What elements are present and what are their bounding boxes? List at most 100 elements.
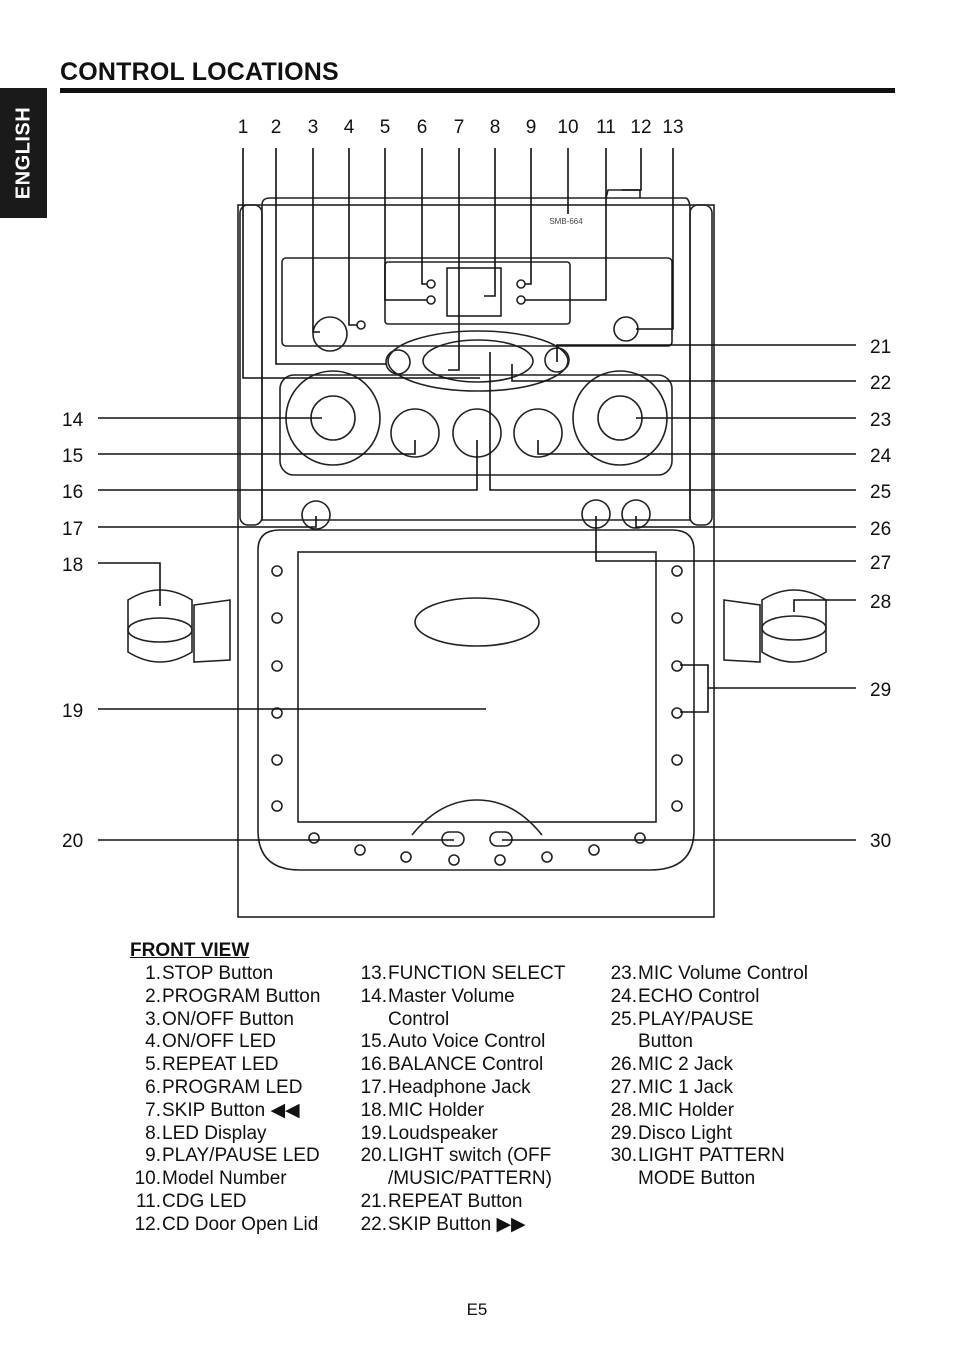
callout-number-13: 13 bbox=[662, 117, 683, 138]
legend-item: 22.SKIP Button ▶▶ bbox=[356, 1214, 565, 1237]
legend-item-number: 12. bbox=[134, 1213, 161, 1235]
legend-item-number: 24. bbox=[610, 985, 637, 1007]
legend-item-text: Model Number bbox=[162, 1168, 287, 1190]
legend-item-number: 16. bbox=[360, 1054, 387, 1076]
legend-item-text: MIC 1 Jack bbox=[638, 1076, 734, 1098]
callout-number-10: 10 bbox=[557, 117, 578, 138]
legend-item: 16.BALANCE Control bbox=[356, 1054, 565, 1077]
legend-item-text: MIC Volume Control bbox=[638, 963, 809, 984]
disco-led bbox=[671, 754, 683, 766]
callout-line-7 bbox=[448, 148, 460, 371]
callout-line-4 bbox=[348, 148, 357, 326]
left-mic-holder-rim bbox=[127, 617, 193, 643]
disco-led bbox=[271, 800, 283, 812]
callout-number-21: 21 bbox=[870, 337, 891, 358]
disco-led bbox=[271, 660, 283, 672]
legend-item: 8.LED Display bbox=[130, 1123, 320, 1146]
callout-number-18: 18 bbox=[62, 555, 83, 576]
disco-led bbox=[671, 612, 683, 624]
legend-item: 28.MIC Holder bbox=[606, 1100, 808, 1123]
legend-item-number: 30. bbox=[610, 1145, 637, 1167]
device-outline bbox=[127, 189, 827, 918]
legend-item: 11.CDG LED bbox=[130, 1191, 320, 1214]
legend-item-text: SKIP Button ◀◀ bbox=[162, 1099, 300, 1121]
legend-item: 15.Auto Voice Control bbox=[356, 1031, 565, 1054]
callout-number-2: 2 bbox=[271, 117, 282, 138]
callout-line-1 bbox=[242, 148, 480, 379]
callout-line-24 bbox=[537, 440, 856, 455]
callout-number-15: 15 bbox=[62, 446, 83, 467]
legend-item-number: 7. bbox=[145, 1099, 161, 1121]
callout-line-26 bbox=[635, 516, 856, 528]
legend-item-text: Loudspeaker bbox=[388, 1122, 498, 1144]
legend-item-number: 21. bbox=[360, 1190, 387, 1212]
mic-volume-knob bbox=[597, 395, 643, 441]
disco-led bbox=[634, 832, 646, 844]
legend-item-number: 23. bbox=[610, 963, 637, 984]
auto-voice-knob bbox=[390, 408, 440, 458]
legend-item: 2.PROGRAM Button bbox=[130, 986, 320, 1009]
callout-number-22: 22 bbox=[870, 373, 891, 394]
legend-heading-block: FRONT VIEW bbox=[130, 940, 249, 964]
legend-item-text: ECHO Control bbox=[638, 985, 760, 1007]
legend-item: 18.MIC Holder bbox=[356, 1100, 565, 1123]
right-side-rail bbox=[689, 204, 713, 526]
legend-item-text: Headphone Jack bbox=[388, 1076, 531, 1098]
callout-line-15 bbox=[98, 440, 416, 455]
callout-number-26: 26 bbox=[870, 519, 891, 540]
callout-number-9: 9 bbox=[526, 117, 537, 138]
page-title: CONTROL LOCATIONS bbox=[60, 58, 339, 86]
speaker-grille bbox=[297, 551, 657, 823]
callout-number-25: 25 bbox=[870, 482, 891, 503]
legend-item-text: LED Display bbox=[162, 1122, 267, 1144]
legend-item-number: 20. bbox=[360, 1145, 387, 1167]
legend-item: 0.Button bbox=[606, 1031, 808, 1054]
transport-bar bbox=[387, 330, 569, 392]
legend-item-number: 5. bbox=[145, 1054, 161, 1076]
legend-item-number: 13. bbox=[360, 963, 387, 984]
legend-item-number: 11. bbox=[135, 1190, 161, 1212]
repeat-led bbox=[426, 295, 436, 305]
right-mic-bracket bbox=[723, 599, 761, 663]
legend-item-text: MIC 2 Jack bbox=[638, 1054, 734, 1076]
callout-lines bbox=[98, 148, 856, 841]
headphone-jack bbox=[301, 500, 331, 530]
disco-led bbox=[308, 832, 320, 844]
disco-led bbox=[448, 854, 460, 866]
title-rule bbox=[60, 88, 895, 93]
legend-item: 20.LIGHT switch (OFF bbox=[356, 1145, 565, 1168]
legend-item: 0./MUSIC/PATTERN) bbox=[356, 1168, 565, 1191]
callout-line-8 bbox=[484, 148, 496, 297]
legend-item-number: 9. bbox=[145, 1145, 161, 1167]
legend-item-number: 25. bbox=[610, 1008, 637, 1030]
function-select-button bbox=[613, 316, 639, 342]
legend-item-text: Control bbox=[388, 1008, 450, 1030]
left-side-rail bbox=[239, 204, 263, 526]
callout-line-17 bbox=[98, 516, 317, 528]
display-recess bbox=[281, 257, 673, 347]
callout-number-27: 27 bbox=[870, 553, 891, 574]
disco-led bbox=[271, 754, 283, 766]
legend-item-text: BALANCE Control bbox=[388, 1054, 544, 1076]
legend-item-text: LIGHT switch (OFF bbox=[388, 1145, 552, 1167]
callout-number-11: 11 bbox=[596, 117, 616, 138]
callout-line-27 bbox=[595, 516, 856, 562]
callout-number-6: 6 bbox=[417, 117, 428, 138]
legend-item: 12.CD Door Open Lid bbox=[130, 1214, 320, 1237]
language-tab: ENGLISH bbox=[0, 88, 47, 218]
legend-item: 23.MIC Volume Control bbox=[606, 963, 808, 986]
legend-item-text: Auto Voice Control bbox=[388, 1031, 546, 1053]
program-button bbox=[385, 349, 411, 375]
callout-number-1: 1 bbox=[238, 117, 249, 138]
legend-item-number: 26. bbox=[610, 1054, 637, 1076]
mic2-jack bbox=[621, 499, 651, 529]
callout-line-2 bbox=[275, 148, 386, 365]
disco-led bbox=[671, 800, 683, 812]
callout-number-24: 24 bbox=[870, 446, 892, 467]
legend-item-number: 19. bbox=[360, 1122, 387, 1144]
legend-item-text: REPEAT Button bbox=[388, 1190, 523, 1212]
legend-item: 17.Headphone Jack bbox=[356, 1077, 565, 1100]
